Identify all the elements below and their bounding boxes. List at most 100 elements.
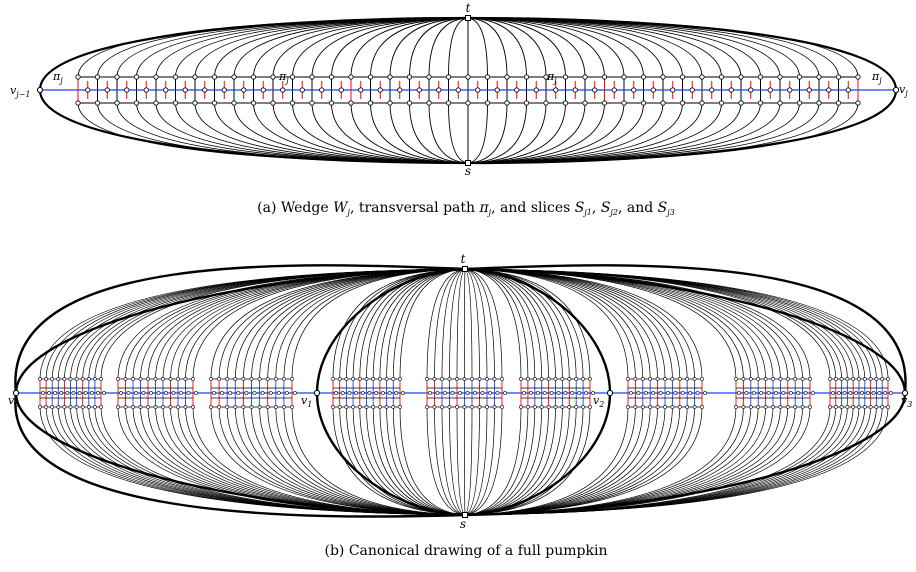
vertex	[447, 377, 452, 381]
vertex	[670, 377, 675, 381]
vertex	[718, 74, 725, 80]
pumpkin-edge	[464, 268, 651, 380]
vertex	[220, 391, 225, 395]
vertex	[398, 405, 402, 409]
vertex	[519, 405, 523, 409]
vertex-vj	[892, 86, 900, 94]
pi-label-1: πj	[52, 70, 63, 85]
vertex	[119, 391, 123, 395]
vertex	[348, 100, 354, 106]
vertex	[231, 74, 237, 80]
pumpkin-edge	[464, 268, 549, 380]
vertex	[38, 405, 42, 409]
vertex	[663, 405, 667, 409]
vertex	[75, 74, 81, 80]
vertex	[539, 405, 544, 409]
vertex	[488, 391, 492, 395]
vertex	[574, 405, 579, 409]
vertex	[192, 74, 198, 80]
vertex	[171, 391, 176, 395]
vertex	[153, 100, 159, 106]
wedge-edge	[467, 17, 527, 78]
vertex	[265, 405, 270, 409]
vertex	[651, 391, 656, 395]
vertex	[309, 74, 315, 80]
vertex	[99, 405, 103, 409]
pumpkin-edge	[464, 268, 495, 380]
vertex	[447, 405, 452, 409]
vertex	[703, 391, 707, 395]
vertex	[741, 405, 746, 409]
vertex	[689, 87, 695, 93]
vertex	[47, 391, 52, 395]
vertex	[328, 100, 335, 106]
wedge-edge	[409, 102, 469, 164]
vertex	[104, 87, 110, 93]
vertex	[643, 391, 648, 395]
vertex	[153, 74, 159, 80]
vertex	[658, 391, 663, 395]
vertex	[880, 405, 885, 409]
pumpkin-edge	[449, 268, 466, 380]
vertex	[270, 74, 276, 80]
vertex	[172, 100, 179, 106]
vertex	[260, 87, 266, 93]
pumpkin-edge	[464, 268, 636, 380]
vertex	[182, 87, 188, 93]
vertex	[440, 377, 444, 381]
vertex	[161, 377, 165, 381]
vertex	[855, 74, 861, 80]
vertex	[700, 405, 704, 409]
vertex	[757, 100, 764, 106]
pumpkin-edge	[464, 268, 473, 380]
pumpkin-edge	[464, 268, 522, 380]
vertex	[648, 405, 653, 409]
pumpkin-edge	[399, 268, 466, 380]
vertex	[845, 405, 850, 409]
pumpkin-edge	[464, 406, 651, 516]
vertex	[621, 100, 627, 106]
vertex	[582, 100, 588, 106]
vertex	[567, 405, 572, 409]
vertex	[484, 74, 491, 80]
vertex	[143, 87, 149, 93]
vertex	[168, 377, 173, 381]
vertex	[560, 405, 565, 409]
vertex	[473, 391, 477, 395]
pumpkin-edge	[464, 406, 636, 516]
vertex	[514, 87, 520, 93]
vertex	[86, 405, 91, 409]
vertex	[572, 87, 578, 93]
vertex	[268, 391, 273, 395]
vertex	[874, 377, 879, 381]
vertex	[225, 405, 230, 409]
vertex	[337, 377, 342, 381]
pumpkin-edge	[464, 406, 473, 516]
vertex	[371, 405, 376, 409]
vertex	[86, 377, 91, 381]
vertex	[626, 405, 630, 409]
pumpkin-edge	[464, 406, 703, 516]
vertex	[811, 391, 815, 395]
vertex	[688, 391, 693, 395]
vertex	[56, 377, 61, 381]
vertex	[523, 74, 530, 80]
vertex	[648, 377, 653, 381]
vertex	[38, 377, 42, 381]
vertex	[265, 377, 270, 381]
pumpkin-edge	[464, 406, 577, 516]
vertex	[886, 405, 890, 409]
vertex	[500, 377, 504, 381]
vertex	[828, 405, 832, 409]
vertex	[629, 391, 633, 395]
vertex	[360, 391, 365, 395]
wedge-edge	[389, 102, 469, 164]
pumpkin-edge	[434, 268, 466, 380]
vertex	[685, 405, 690, 409]
vertex	[354, 391, 359, 395]
vertex	[562, 74, 569, 80]
vertex	[241, 87, 247, 93]
vertex-label-v0: v0	[8, 394, 19, 409]
vertex-label-s-a: s	[465, 164, 471, 178]
vertex-label-v3: v3	[901, 394, 912, 409]
